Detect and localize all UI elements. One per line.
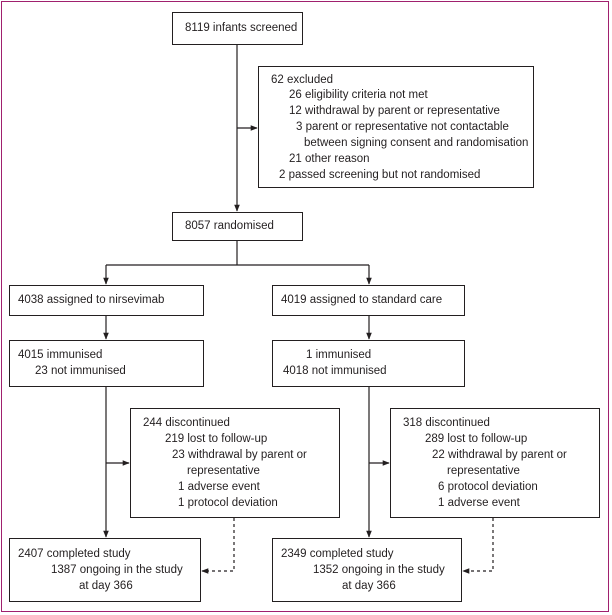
screened-label: 8119 infants screened	[185, 22, 298, 34]
nirsevimab-discontinued-reason: 219 lost to follow-up	[165, 433, 268, 445]
nirsevimab-discontinued-reason: representative	[187, 465, 260, 477]
standard-discontinued-reason: 6 protocol deviation	[438, 481, 538, 493]
standard-completed-box: 2349 completed study 1352 ongoing in the…	[272, 538, 462, 602]
standard-discontinued-reason: 1 adverse event	[438, 497, 520, 509]
dashed-arrow-standard-return	[462, 518, 494, 574]
standard-completed-title: 2349 completed study	[281, 548, 394, 560]
excluded-reason: 21 other reason	[289, 153, 370, 165]
nirsevimab-discontinued-reason: 1 protocol deviation	[178, 497, 278, 509]
nirsevimab-assigned-box: 4038 assigned to nirsevimab	[9, 285, 204, 316]
nirsevimab-at-day-label: at day 366	[79, 580, 133, 592]
standard-discontinued-reason: 22 withdrawal by parent or	[432, 449, 567, 461]
excluded-title: 62 excluded	[271, 74, 334, 86]
randomised-label: 8057 randomised	[185, 220, 274, 232]
standard-ongoing-label: 1352 ongoing in the study	[313, 564, 445, 576]
excluded-reason: 2 passed screening but not randomised	[279, 169, 481, 181]
excluded-reason: 3 parent or representative not contactab…	[296, 121, 509, 133]
standard-immunised-label: 1 immunised	[306, 349, 372, 361]
nirsevimab-completed-title: 2407 completed study	[18, 548, 131, 560]
nirsevimab-assigned-label: 4038 assigned to nirsevimab	[18, 294, 165, 306]
standard-at-day-label: at day 366	[342, 580, 396, 592]
standard-assigned-box: 4019 assigned to standard care	[272, 285, 465, 316]
standard-assigned-label: 4019 assigned to standard care	[281, 294, 443, 306]
standard-not-immunised-label: 4018 not immunised	[283, 365, 387, 377]
excluded-box: 62 excluded 26 eligibility criteria not …	[258, 66, 534, 188]
randomised-box: 8057 randomised	[172, 212, 303, 241]
dashed-arrow-nirsevimab-return	[201, 518, 235, 574]
screened-box: 8119 infants screened	[172, 12, 303, 45]
excluded-reason: 26 eligibility criteria not met	[289, 89, 428, 101]
nirsevimab-discontinued-reason: 1 adverse event	[178, 481, 260, 493]
standard-immunised-box: 1 immunised 4018 not immunised	[272, 340, 465, 387]
nirsevimab-discontinued-reason: 23 withdrawal by parent or	[172, 449, 307, 461]
nirsevimab-immunised-box: 4015 immunised 23 not immunised	[9, 340, 204, 387]
nirsevimab-completed-box: 2407 completed study 1387 ongoing in the…	[9, 538, 201, 602]
nirsevimab-not-immunised-label: 23 not immunised	[35, 365, 126, 377]
standard-discontinued-box: 318 discontinued 289 lost to follow-up 2…	[390, 408, 600, 518]
nirsevimab-discontinued-title: 244 discontinued	[143, 417, 230, 429]
standard-discontinued-title: 318 discontinued	[403, 417, 490, 429]
excluded-reason: between signing consent and randomisatio…	[304, 137, 529, 149]
standard-discontinued-reason: representative	[447, 465, 520, 477]
nirsevimab-discontinued-box: 244 discontinued 219 lost to follow-up 2…	[130, 408, 340, 518]
excluded-reason: 12 withdrawal by parent or representativ…	[289, 105, 500, 117]
nirsevimab-immunised-label: 4015 immunised	[18, 349, 103, 361]
nirsevimab-ongoing-label: 1387 ongoing in the study	[51, 564, 183, 576]
standard-discontinued-reason: 289 lost to follow-up	[425, 433, 528, 445]
